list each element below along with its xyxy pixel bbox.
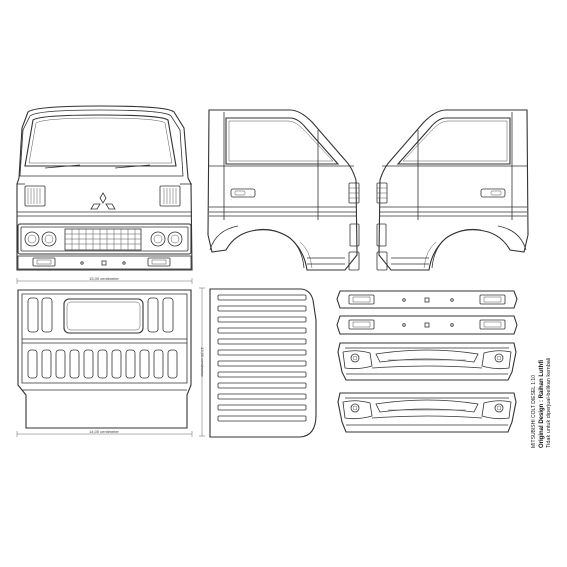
- cab-side-left: [207, 109, 360, 271]
- credits-block: MITSUBISHI COLT DIESEL 1:10 Original Des…: [531, 358, 552, 448]
- dimension-vertical: 13,00 centimeter: [199, 287, 205, 437]
- credits-note: Tidak untuk diperjual-belikan kembali: [546, 358, 552, 448]
- bodykit-bumper-1: [337, 342, 517, 381]
- bumper-strip-1: [336, 290, 518, 309]
- credits-designer: Original Design : Raihan Luthfi: [539, 360, 545, 448]
- cab-side-right: [376, 109, 529, 271]
- dimension-bottom-label: 14,00 centimeter: [89, 429, 119, 434]
- mitsubishi-logo: [90, 192, 116, 210]
- roof-panel: [209, 288, 317, 438]
- headlights-right: [150, 231, 183, 247]
- dimension-top: 15,00 centimeter: [16, 276, 193, 284]
- cab-back-panel: [17, 289, 192, 429]
- front-grille: [64, 228, 142, 251]
- dimension-top-label: 15,00 centimeter: [89, 276, 119, 281]
- credits-model: MITSUBISHI COLT DIESEL 1:10: [531, 375, 537, 448]
- bodykit-bumper-2: [337, 392, 517, 433]
- cab-front-view: [16, 105, 193, 271]
- bumper-strip-2: [336, 315, 518, 335]
- dimension-vertical-label: 13,00 centimeter: [200, 347, 205, 377]
- dimension-bottom: 14,00 centimeter: [16, 429, 193, 437]
- headlights-left: [24, 231, 57, 247]
